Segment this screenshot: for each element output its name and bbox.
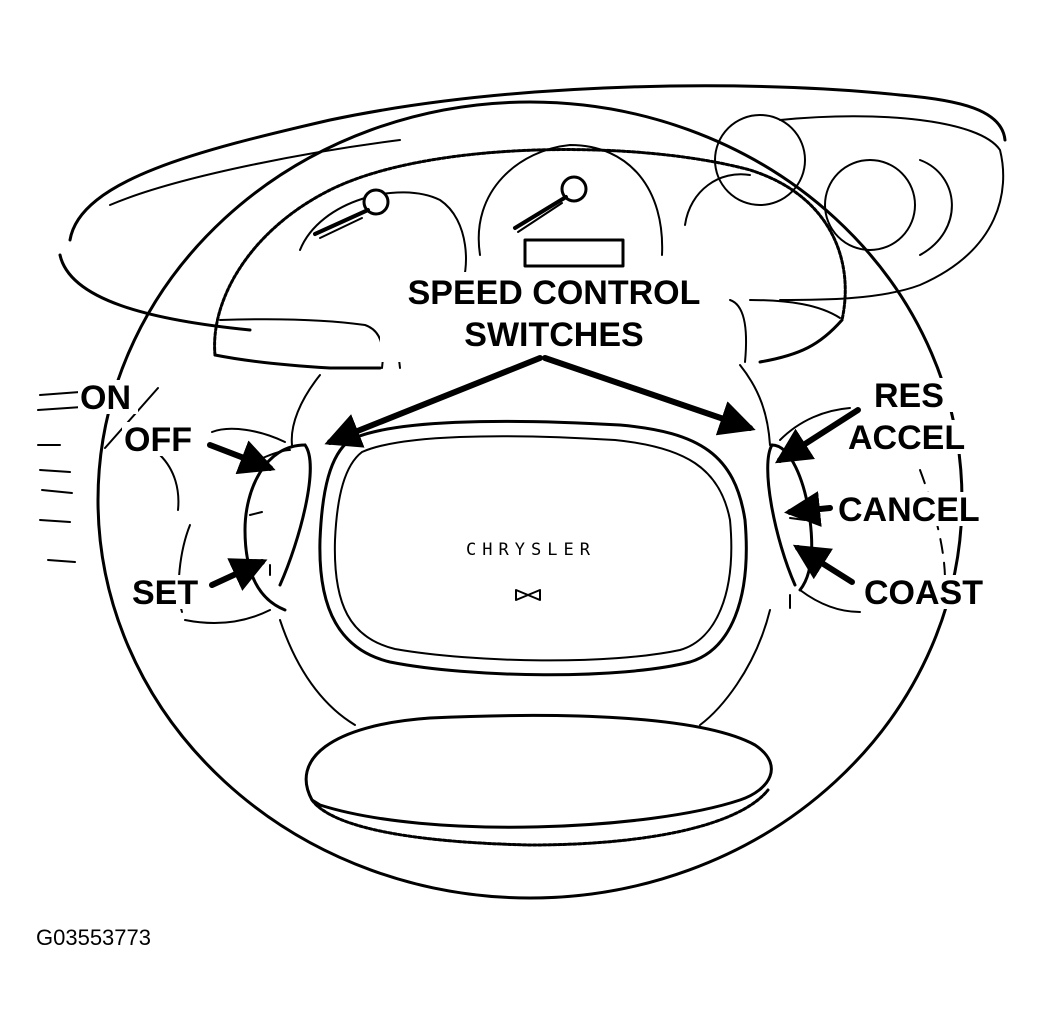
speed-control-label-line2: SWITCHES	[464, 316, 643, 354]
arrow-to-on-off-switch	[207, 440, 276, 475]
speed-control-callout: SPEED CONTROL SWITCHES	[324, 272, 756, 448]
left-callouts: ON OFF SET	[78, 379, 276, 612]
arrow-to-set-switch	[209, 558, 268, 591]
steering-wheel-rim	[96, 100, 964, 900]
right-callout-guides	[104, 387, 946, 581]
arrow-to-cancel-switch	[784, 491, 833, 527]
set-label: SET	[132, 574, 198, 612]
right-callouts: RES ACCEL CANCEL COAST	[774, 377, 998, 612]
steering-wheel-hub	[249, 364, 806, 726]
lower-spoke-pad	[304, 713, 773, 847]
airbag-cover: CHRYSLER	[318, 419, 748, 677]
arrow-to-left-switch	[324, 355, 543, 448]
off-label: OFF	[124, 421, 192, 459]
figure-id: G03553773	[36, 925, 151, 950]
dashboard	[37, 84, 1007, 563]
cancel-label: CANCEL	[838, 491, 980, 529]
on-label: ON	[80, 379, 131, 417]
coast-label: COAST	[864, 574, 983, 612]
accel-label: ACCEL	[848, 419, 965, 457]
arrow-to-right-switch	[542, 355, 756, 436]
speed-control-label-line1: SPEED CONTROL	[408, 274, 701, 312]
arrow-to-coast-switch	[792, 544, 855, 585]
brand-logo-text: CHRYSLER	[466, 540, 596, 560]
instrument-cluster	[213, 144, 847, 370]
arrow-to-res-accel-switch	[774, 407, 861, 464]
pentastar-icon	[515, 589, 541, 601]
res-label: RES	[874, 377, 944, 415]
